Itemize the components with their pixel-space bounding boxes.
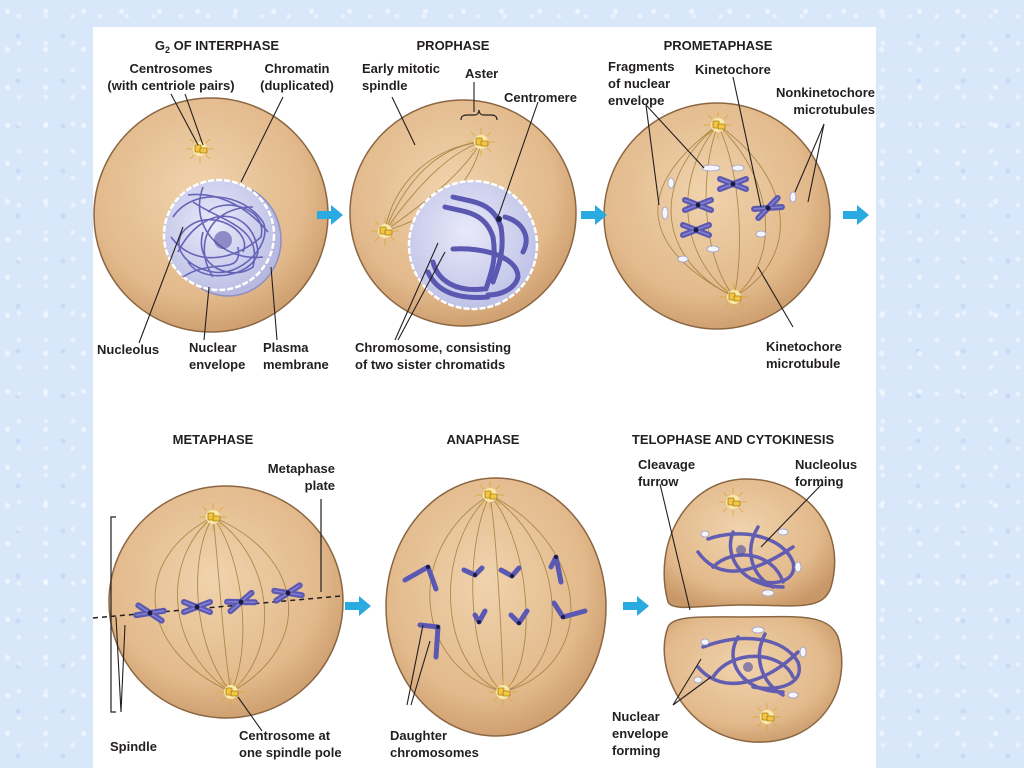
label-daughter-chromosomes: Daughter chromosomes (390, 728, 479, 760)
label-chromatin: Chromatin (duplicated) (260, 61, 334, 93)
prophase-cell (349, 99, 577, 327)
anaphase-cell (385, 477, 607, 737)
right-arrow-icon (345, 596, 371, 616)
telophase-cells (663, 478, 843, 743)
stage-title-anaphase: ANAPHASE (446, 432, 520, 447)
g2-cell (93, 97, 329, 333)
label-nuclear-envelope-forming: Nuclear envelope forming (612, 709, 669, 758)
right-arrow-icon (317, 205, 343, 225)
label-aster: Aster (465, 66, 499, 81)
mitosis-figure: G2 OF INTERPHASE PROPHASE PROMETAPHASE M… (92, 27, 876, 768)
stage-title-telophase: TELOPHASE AND CYTOKINESIS (631, 432, 835, 447)
label-cleavage-furrow: Cleavage furrow (638, 457, 696, 489)
mitosis-illustration (92, 76, 843, 743)
label-nucleolus-forming: Nucleolus forming (795, 457, 858, 489)
stage-title-metaphase: METAPHASE (172, 432, 254, 447)
label-centromere: Centromere (504, 90, 577, 105)
stage-title-g2: G2 OF INTERPHASE (154, 38, 280, 55)
metaphase-cell (92, 485, 344, 719)
label-kinetochore-microtubule: Kinetochore microtubule (766, 339, 842, 371)
label-nuclear-envelope: Nuclear envelope (189, 340, 246, 372)
label-plasma-membrane: Plasma membrane (263, 340, 329, 372)
right-arrow-icon (623, 596, 649, 616)
prometaphase-cell (603, 102, 831, 330)
label-centrosomes: Centrosomes (with centriole pairs) (107, 61, 235, 93)
label-centrosome-pole: Centrosome at one spindle pole (239, 728, 342, 760)
stage-title-prophase: PROPHASE (416, 38, 490, 53)
label-kinetochore: Kinetochore (695, 62, 771, 77)
label-early-spindle: Early mitotic spindle (362, 61, 441, 93)
stage-title-prometaphase: PROMETAPHASE (663, 38, 773, 53)
label-metaphase-plate: Metaphase plate (267, 461, 335, 493)
right-arrow-icon (843, 205, 869, 225)
label-chromosome: Chromosome, consisting of two sister chr… (355, 340, 512, 372)
right-arrow-icon (581, 205, 607, 225)
label-nucleolus: Nucleolus (97, 342, 160, 357)
label-fragments: Fragments of nuclear envelope (608, 59, 675, 108)
leader-lines (115, 76, 825, 732)
label-spindle: Spindle (110, 739, 157, 754)
label-nonkinetochore: Nonkinetochore microtubules (776, 85, 875, 117)
